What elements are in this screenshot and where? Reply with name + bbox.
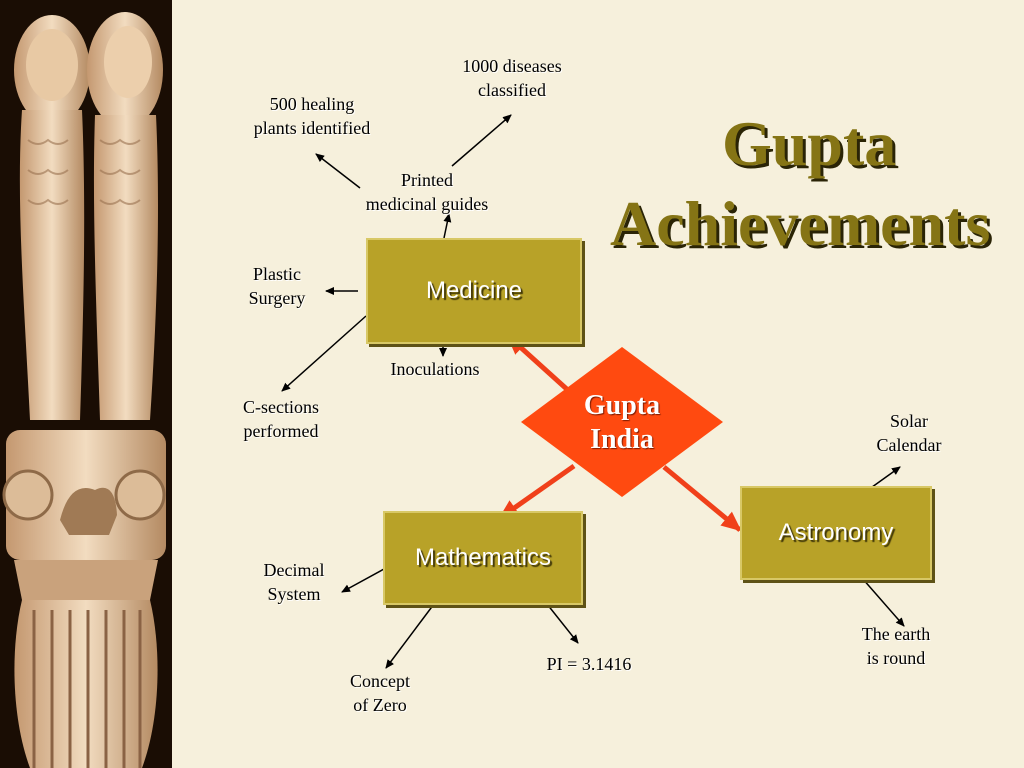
line-to-csections bbox=[281, 315, 367, 392]
inoculations-label: Inoculations bbox=[390, 359, 480, 379]
decimal-label: Decimal System bbox=[263, 560, 325, 604]
zero-label: Concept of Zero bbox=[350, 671, 410, 715]
mathematics-box: Mathematics bbox=[383, 511, 583, 605]
center-label: Gupta India bbox=[584, 389, 660, 457]
line-to-zero bbox=[385, 603, 435, 669]
center-label-line-1: Gupta bbox=[583, 390, 661, 421]
medicine-box: Medicine bbox=[366, 238, 582, 344]
page-title-line-2: Achievements bbox=[610, 188, 991, 259]
line-to-earth bbox=[861, 577, 905, 627]
diseases-label: 1000 diseases classified bbox=[462, 56, 562, 100]
line-to-plants bbox=[315, 153, 361, 189]
plastic-surgery-label: Plastic Surgery bbox=[248, 264, 306, 308]
guides-label: Printed medicinal guides bbox=[365, 170, 489, 214]
plants-label: 500 healing plants identified bbox=[253, 94, 371, 138]
medicine-label: Medicine bbox=[425, 277, 523, 304]
pi-label: PI = 3.1416 bbox=[546, 654, 632, 674]
csections-label: C-sections performed bbox=[243, 397, 319, 441]
astronomy-box: Astronomy bbox=[740, 486, 932, 580]
arrow-to-medicine bbox=[506, 334, 572, 394]
solar-calendar-label: Solar Calendar bbox=[876, 411, 942, 455]
mathematics-label: Mathematics bbox=[414, 544, 552, 571]
lion-capital-image bbox=[0, 0, 172, 768]
arrow-to-astronomy bbox=[662, 465, 742, 532]
line-to-diseases bbox=[451, 114, 512, 167]
earth-round-label: The earth is round bbox=[861, 624, 931, 668]
gupta-india-diamond bbox=[521, 347, 723, 497]
page-title-line-1: Gupta bbox=[722, 108, 897, 179]
center-label-line-2: India bbox=[590, 424, 654, 455]
line-to-guides bbox=[443, 213, 452, 239]
line-to-pi bbox=[546, 603, 579, 644]
arrow-to-mathematics bbox=[498, 463, 576, 521]
astronomy-label: Astronomy bbox=[778, 519, 894, 546]
line-to-decimal bbox=[341, 568, 385, 593]
